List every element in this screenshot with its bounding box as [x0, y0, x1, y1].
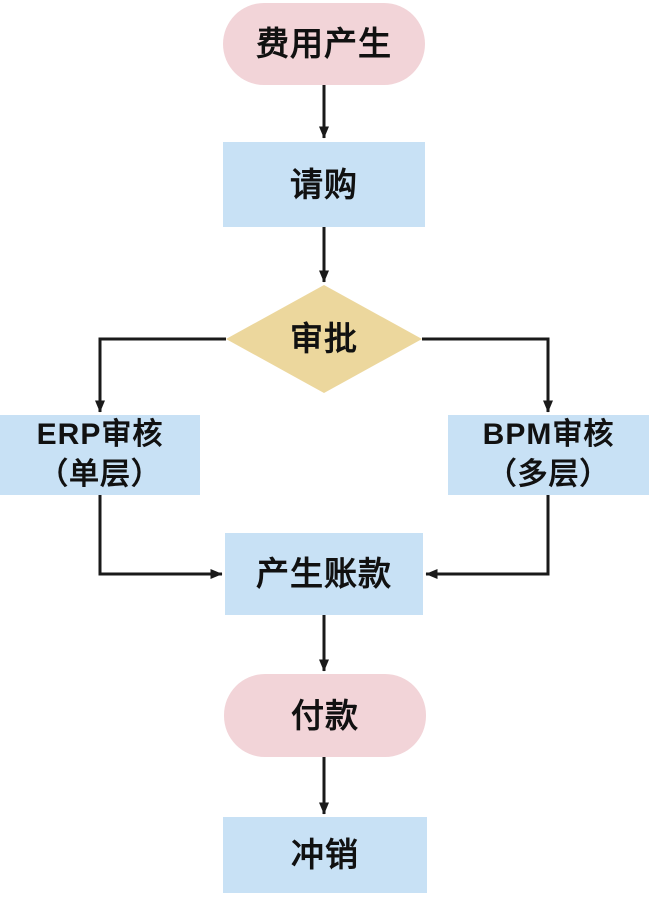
node-bpm-review-multi-layer: BPM审核 （多层）	[448, 415, 649, 495]
node-payment: 付款	[224, 674, 426, 757]
edge-erp-to-payables	[98, 495, 223, 579]
edge-bpm-to-payables	[425, 495, 550, 579]
node-bpm-review-label: BPM审核 （多层）	[482, 418, 615, 491]
node-write-off-label: 冲销	[291, 836, 359, 873]
node-purchase-request-label: 请购	[290, 165, 358, 203]
node-purchase-request: 请购	[223, 142, 425, 227]
node-generate-payables: 产生账款	[225, 533, 423, 615]
node-erp-review-single-layer: ERP审核 （单层）	[0, 415, 200, 495]
edge-approval-to-bpm	[422, 337, 553, 413]
node-approval-decision-label: 审批	[290, 320, 358, 357]
node-expense-incurred: 费用产生	[223, 3, 425, 85]
node-expense-incurred-label: 费用产生	[256, 25, 392, 62]
node-payment-label: 付款	[291, 696, 359, 734]
node-erp-review-label: ERP审核 （单层）	[36, 418, 164, 491]
node-generate-payables-label: 产生账款	[256, 555, 392, 592]
node-write-off: 冲销	[223, 817, 427, 893]
edge-approval-to-erp	[95, 337, 226, 413]
